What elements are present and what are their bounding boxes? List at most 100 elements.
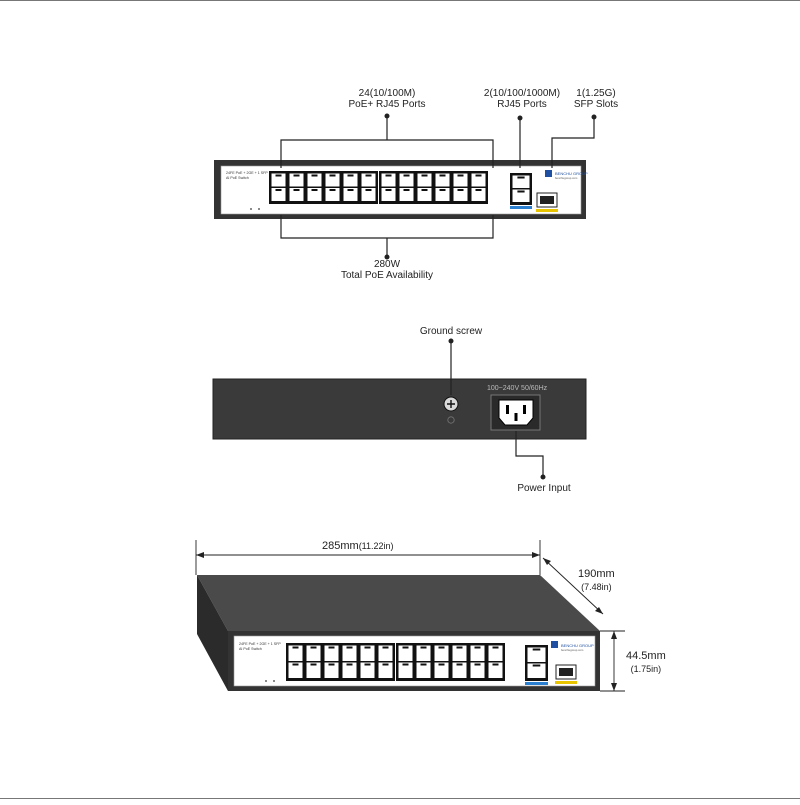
rj45-tab (385, 174, 392, 177)
rj45-tab (365, 189, 372, 191)
rj45-tab (347, 189, 354, 191)
rj45-tab (474, 663, 481, 666)
rj45-port (360, 187, 377, 202)
rj45-tab (402, 663, 409, 666)
brand-logo-icon (545, 170, 552, 177)
rj45-tab (475, 189, 482, 191)
rj45-port (487, 661, 504, 679)
iso-gigabit-port-bank (525, 645, 548, 685)
rj45-tab (492, 663, 499, 666)
iso-poe-port-bank-1 (286, 643, 395, 681)
rj45-tab (492, 646, 499, 649)
rj45-tab (293, 189, 300, 191)
rj45-port (341, 661, 358, 679)
poe-port-bank-2 (379, 171, 488, 204)
rj45-tab (403, 189, 410, 191)
poe-budget-callout-line2: Total PoE Availability (340, 270, 434, 281)
rj45-tab (456, 646, 463, 649)
iso-brand-logo-icon (551, 641, 558, 648)
ground-symbol-icon (447, 416, 455, 424)
depth-sub: (7.48in) (581, 582, 612, 592)
rj45-port (452, 187, 469, 202)
iso-left-face (197, 575, 228, 691)
callout-dot-sfp (591, 114, 597, 120)
iso-led-indicators (265, 680, 275, 682)
rj45-tab (438, 663, 445, 666)
rj45-port (415, 661, 432, 679)
power-rating: 100~240V 50/60Hz (487, 385, 548, 392)
rj45-port (511, 188, 531, 203)
rj45-port (305, 661, 322, 679)
rj45-port (306, 187, 323, 202)
iso-model-line1: 24FE PoE + 2GE + 1 SFP (239, 642, 281, 646)
rj45-port (359, 661, 376, 679)
rear-view: 100~240V 50/60Hz (212, 338, 587, 480)
rj45-tab (347, 174, 354, 177)
rj45-tab (310, 663, 317, 666)
port-bezel (286, 643, 395, 681)
gigabit-port-bank (510, 173, 532, 209)
callout-dot-poe (384, 113, 390, 119)
rj45-tab (365, 174, 372, 177)
rj45-tab (517, 176, 525, 179)
rj45-tab (311, 189, 318, 191)
rj45-tab (382, 646, 389, 649)
poe-budget-callout: 280W Total PoE Availability (327, 259, 447, 281)
rj45-tab (385, 189, 392, 191)
callout-lines-front (280, 117, 595, 256)
rj45-port (270, 187, 287, 202)
port-indicator-strip (525, 682, 548, 685)
rj45-port (451, 661, 468, 679)
callout-dot-power (540, 474, 546, 480)
rj45-port (397, 661, 414, 679)
port-indicator-strip (510, 206, 532, 209)
rj45-port (288, 187, 305, 202)
depth-main: 190mm (578, 568, 615, 580)
dimension-arrows (196, 552, 617, 691)
rj45-tab (382, 663, 389, 666)
rj45-port (470, 187, 487, 202)
power-inlet-socket-icon (498, 399, 534, 426)
rj45-tab (420, 663, 427, 666)
sfp-slot-opening (540, 196, 554, 204)
rj45-tab (403, 174, 410, 177)
poe-ports-callout-line2: PoE+ RJ45 Ports (348, 99, 426, 110)
iso-poe-port-bank-2 (396, 643, 505, 681)
gigabit-ports-callout: 2(10/100/1000M) RJ45 Ports (475, 88, 569, 110)
rj45-port (434, 187, 451, 202)
iso-brand: BENCHU GROUP (561, 643, 594, 648)
rj45-tab (532, 664, 541, 667)
port-bezel (379, 171, 488, 204)
rj45-port (526, 662, 547, 679)
height-main: 44.5mm (626, 650, 666, 662)
callout-dot-ground (448, 338, 454, 344)
port-bezel (269, 171, 378, 204)
rj45-port (416, 187, 433, 202)
sfp-indicator-strip (536, 209, 558, 212)
callout-lines-rear (450, 342, 544, 476)
front-view: 24FE PoE + 2GE + 1 SFP AI PoE Switch BEN… (214, 113, 597, 260)
rj45-tab (475, 174, 482, 177)
rj45-tab (439, 174, 446, 177)
iso-sfp-indicator-strip (555, 681, 577, 684)
led-indicators (250, 208, 260, 210)
width-main: 285mm (322, 540, 359, 552)
rj45-tab (457, 174, 464, 177)
rj45-tab (474, 646, 481, 649)
rj45-tab (421, 174, 428, 177)
rj45-tab (421, 189, 428, 191)
rj45-tab (310, 646, 317, 649)
ground-screw-label: Ground screw (419, 326, 483, 337)
iso-top-face (197, 575, 600, 631)
rj45-tab (532, 648, 541, 651)
rj45-port (324, 187, 341, 202)
poe-ports-callout-line1: 24(10/100M) (358, 88, 416, 99)
iso-website: benchugroup.com (561, 648, 584, 652)
callout-dot-budget (384, 254, 390, 260)
rj45-tab (364, 646, 371, 649)
rj45-tab (517, 190, 525, 193)
sfp-slots-callout-line2: SFP Slots (573, 99, 619, 110)
rj45-tab (328, 646, 335, 649)
